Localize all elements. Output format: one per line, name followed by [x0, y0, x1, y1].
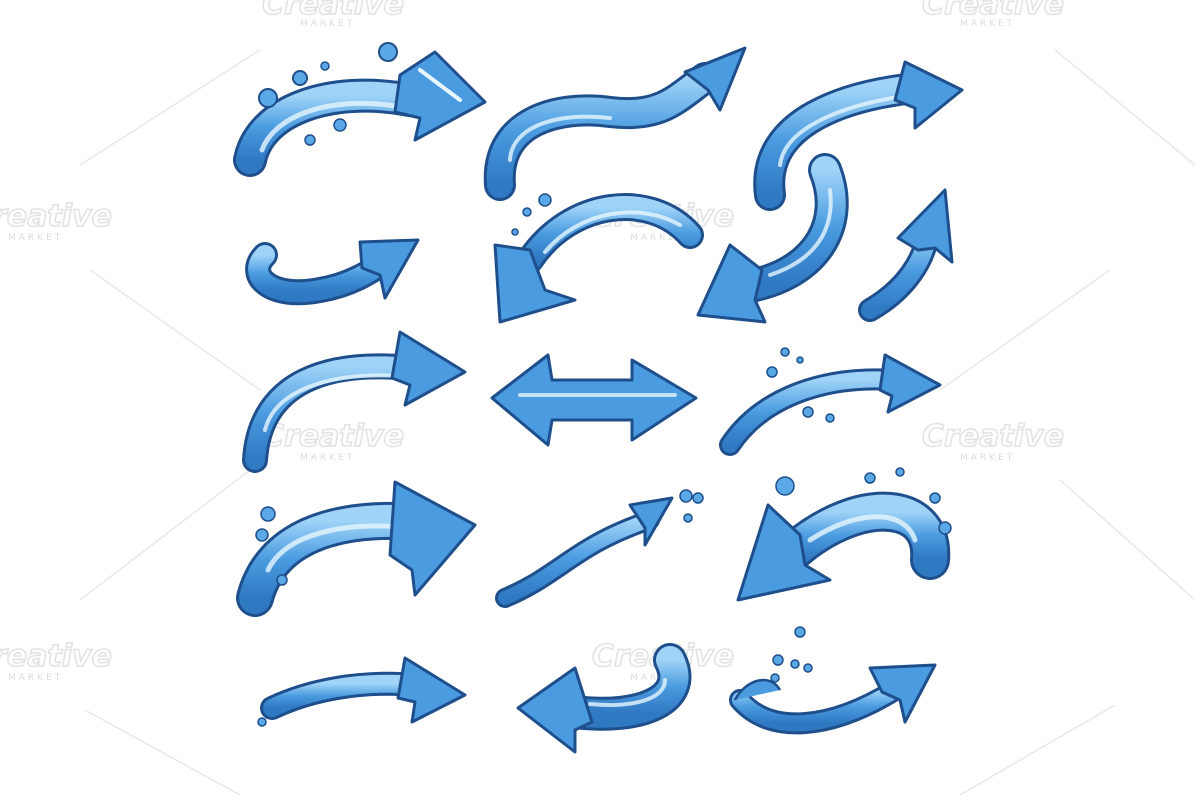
watermark-sub: MARKET [630, 673, 685, 683]
watermark-line [939, 269, 1111, 391]
watermark-text: Creative [922, 0, 1064, 22]
arrow-r1c2-icon [483, 46, 747, 201]
arrow-r1c3-icon [753, 60, 964, 211]
watermark-logo: Creative MARKET [0, 638, 113, 683]
watermark-logo: Creative MARKET [921, 418, 1065, 463]
watermark-text: Creative [0, 639, 112, 674]
watermark-line [79, 469, 251, 601]
arrow-r5c3-icon [729, 626, 937, 735]
watermark-logo: Creative MARKET [0, 198, 113, 243]
watermark-sub: MARKET [8, 233, 63, 243]
watermark-sub: MARKET [960, 19, 1015, 29]
arrow-r2c1-icon [245, 238, 420, 306]
watermark-sub: MARKET [8, 673, 63, 683]
watermark-sub: MARKET [300, 19, 355, 29]
arrow-r2c3-icon [696, 153, 849, 324]
arrow-r2c2-icon [493, 193, 704, 324]
arrow-r3c1-icon [242, 330, 467, 473]
arrow-r4c2-icon [495, 489, 704, 608]
watermark-line [84, 709, 241, 796]
watermark-line [79, 49, 261, 166]
watermark-logo: Creative MARKET [261, 418, 405, 463]
watermark-line [1054, 49, 1196, 166]
watermark-text: Creative [262, 419, 404, 454]
watermark-sub: MARKET [630, 233, 685, 243]
arrow-r4c1-icon [236, 480, 477, 617]
watermark-sub: MARKET [300, 453, 355, 463]
watermark-text: Creative [262, 0, 404, 22]
arrow-r1c1-icon [233, 42, 487, 177]
watermark-logo: Creative MARKET [261, 0, 405, 29]
arrow-r3c3-icon [719, 347, 942, 456]
arrow-r3c2-icon [490, 353, 698, 447]
watermark-lines [79, 49, 1196, 796]
arrow-r5c2-icon [516, 643, 692, 754]
watermark-line [1059, 479, 1196, 601]
arrow-r4c3-icon [736, 467, 952, 602]
watermark-text: Creative [922, 419, 1064, 454]
arrow-r2c4-icon [858, 188, 954, 322]
arrow-r5c1-icon [257, 656, 467, 727]
watermark-logo: Creative MARKET [921, 0, 1065, 29]
watermark-line [89, 269, 261, 391]
watermark-line [959, 704, 1116, 796]
watermark-text: Creative [0, 199, 112, 234]
watermark-sub: MARKET [960, 453, 1015, 463]
